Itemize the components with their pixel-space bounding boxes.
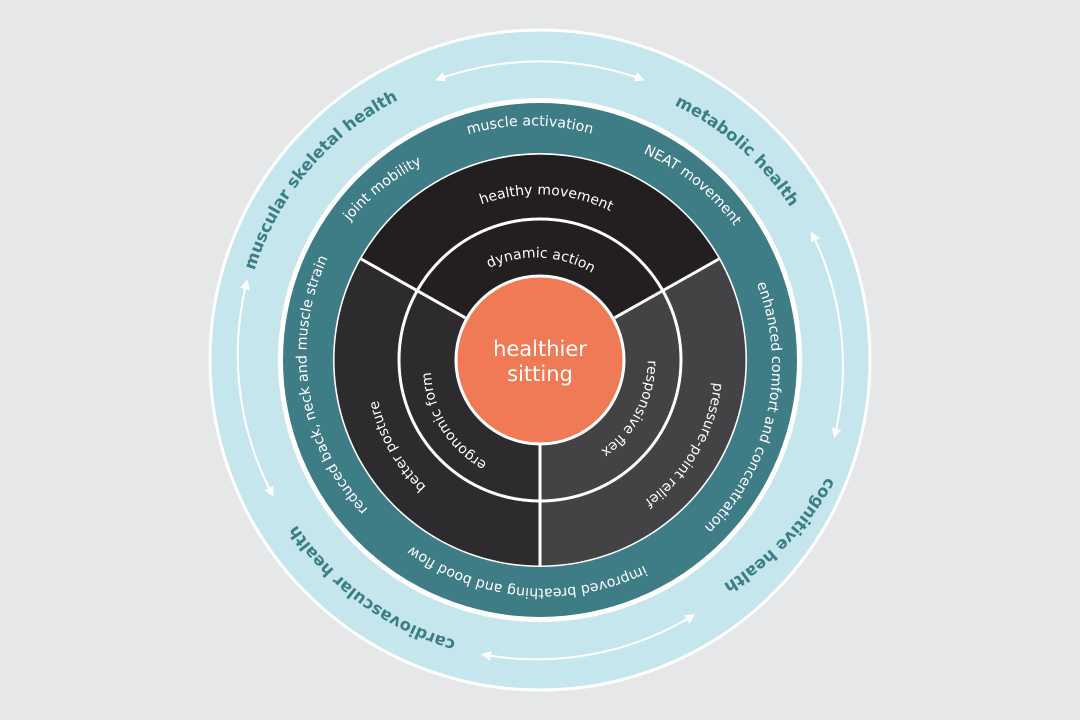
divider-right — [609, 257, 720, 322]
arrow-bottom — [481, 614, 696, 661]
center-label-line2: sitting — [507, 362, 573, 386]
center-circle — [454, 274, 626, 446]
divider-left — [360, 257, 471, 322]
arrow-left — [236, 279, 274, 497]
arrow-right — [810, 231, 844, 439]
center-label-line1: healthier — [493, 337, 587, 361]
arrow-top — [435, 60, 645, 82]
